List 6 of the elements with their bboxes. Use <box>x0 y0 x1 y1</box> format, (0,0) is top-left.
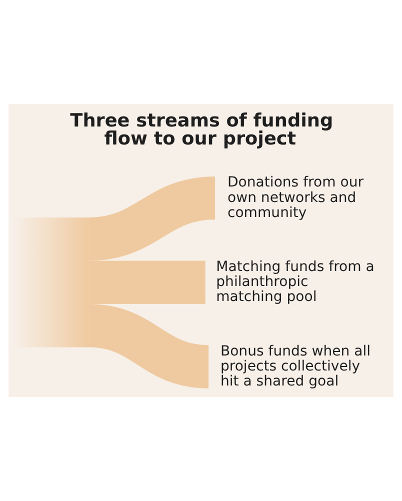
node-text: Donations from our own networks and community <box>227 174 364 221</box>
node-text: Matching funds from a philanthropic matching pool <box>216 258 374 306</box>
connector <box>87 304 210 388</box>
connector <box>87 176 216 261</box>
diagram-title: Three streams of funding flow to our project <box>70 110 334 150</box>
node-text: Bonus funds when all projects collectively hit a shared goal <box>220 343 371 390</box>
